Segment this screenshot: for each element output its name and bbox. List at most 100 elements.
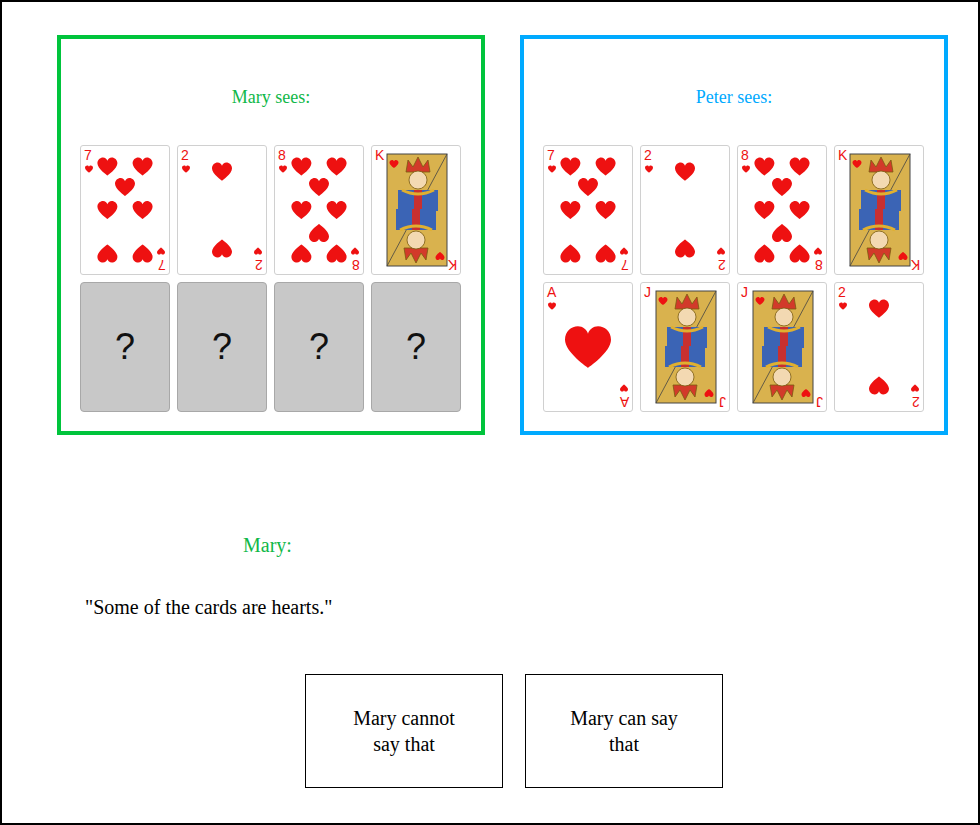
robe: [861, 190, 901, 211]
collar: [400, 226, 432, 230]
card-rank: J: [719, 395, 726, 409]
card-rank: 2: [718, 258, 726, 272]
collar: [402, 190, 434, 194]
card-rank: 8: [741, 148, 749, 162]
playing-card: 88: [737, 145, 827, 275]
heart-pip: [869, 300, 889, 318]
heart-pip: [675, 163, 695, 181]
playing-card: 22: [640, 145, 730, 275]
portrait-bottom: [859, 209, 908, 263]
button-label: Mary cannot say that: [338, 705, 470, 757]
heart-pip: [157, 247, 165, 254]
collar: [865, 190, 897, 194]
heart-pip: [596, 157, 616, 175]
heart-pip: [279, 165, 287, 172]
heart-pip: [814, 247, 822, 254]
robe: [667, 327, 707, 348]
face: [676, 368, 694, 386]
playing-card: JJ: [640, 282, 730, 412]
face: [407, 231, 425, 249]
heart-pip: [182, 165, 190, 172]
card-art: [641, 283, 729, 411]
heart-pip: [291, 245, 311, 263]
card-rank: 2: [838, 285, 846, 299]
card-art: [178, 146, 266, 274]
face: [775, 308, 793, 326]
robe: [764, 327, 804, 348]
playing-card: JJ: [737, 282, 827, 412]
collar: [766, 363, 798, 367]
button-label: Mary can say that: [558, 705, 690, 757]
collar: [669, 363, 701, 367]
heart-pip: [675, 239, 695, 257]
portrait-top: [756, 294, 805, 348]
heart-pip: [548, 165, 556, 172]
portrait-top: [390, 157, 439, 211]
heart-pip: [659, 297, 668, 305]
card-art: [835, 146, 923, 274]
card-rank: 7: [621, 258, 629, 272]
unknown-mark: ?: [178, 327, 266, 367]
heart-pip: [97, 245, 117, 263]
heart-pip: [596, 245, 616, 263]
card-art: [81, 146, 169, 274]
portrait-top: [853, 157, 902, 211]
heart-pip: [911, 384, 919, 391]
hidden-card: ?: [274, 282, 364, 412]
panel-heading: Peter sees:: [524, 87, 944, 108]
crown: [404, 248, 428, 263]
speaker-label: Mary:: [243, 533, 292, 557]
player-view-panel: Peter sees:772288KKAAJJJJ22: [520, 35, 948, 435]
card-art: [738, 283, 826, 411]
unknown-mark: ?: [81, 327, 169, 367]
heart-pip: [327, 245, 347, 263]
playing-card: KK: [371, 145, 461, 275]
portrait-frame: [656, 291, 716, 403]
card-rank: A: [620, 395, 629, 409]
playing-card: 88: [274, 145, 364, 275]
card-art: [738, 146, 826, 274]
hidden-card: ?: [80, 282, 170, 412]
card-rank: K: [375, 148, 384, 162]
card-rank: J: [741, 285, 748, 299]
player-view-panel: Mary sees:772288KK????: [57, 35, 485, 435]
collar: [671, 327, 703, 331]
card-rank: A: [547, 285, 556, 299]
card-rank: 8: [278, 148, 286, 162]
heart-pip: [548, 302, 556, 309]
card-rank: 8: [815, 258, 823, 272]
heart-pip: [351, 247, 359, 254]
heart-pip: [869, 376, 889, 394]
hidden-card: ?: [371, 282, 461, 412]
unknown-mark: ?: [275, 327, 363, 367]
heart-pip: [436, 252, 445, 260]
playing-card: AA: [543, 282, 633, 412]
playing-card: 22: [834, 282, 924, 412]
crown: [675, 294, 699, 309]
unknown-mark: ?: [372, 327, 460, 367]
heart-pip: [115, 178, 135, 196]
playing-card: 22: [177, 145, 267, 275]
heart-pip: [327, 201, 347, 219]
heart-pip: [85, 165, 93, 172]
card-art: [275, 146, 363, 274]
portrait-bottom: [665, 346, 714, 400]
crown: [770, 385, 794, 400]
heart-pip: [560, 201, 580, 219]
card-art: [372, 146, 460, 274]
heart-pip: [212, 163, 232, 181]
heart-pip: [705, 389, 714, 397]
heart-pip: [133, 201, 153, 219]
portrait-frame: [753, 291, 813, 403]
card-rank: 2: [255, 258, 263, 272]
heart-pip: [754, 201, 774, 219]
heart-pip: [560, 245, 580, 263]
face: [870, 231, 888, 249]
collar: [863, 226, 895, 230]
robe: [396, 209, 436, 230]
answer-button: Mary can say that: [525, 674, 723, 788]
portrait-bottom: [396, 209, 445, 263]
card-art: [641, 146, 729, 274]
card-rank: K: [838, 148, 847, 162]
heart-pip: [790, 157, 810, 175]
